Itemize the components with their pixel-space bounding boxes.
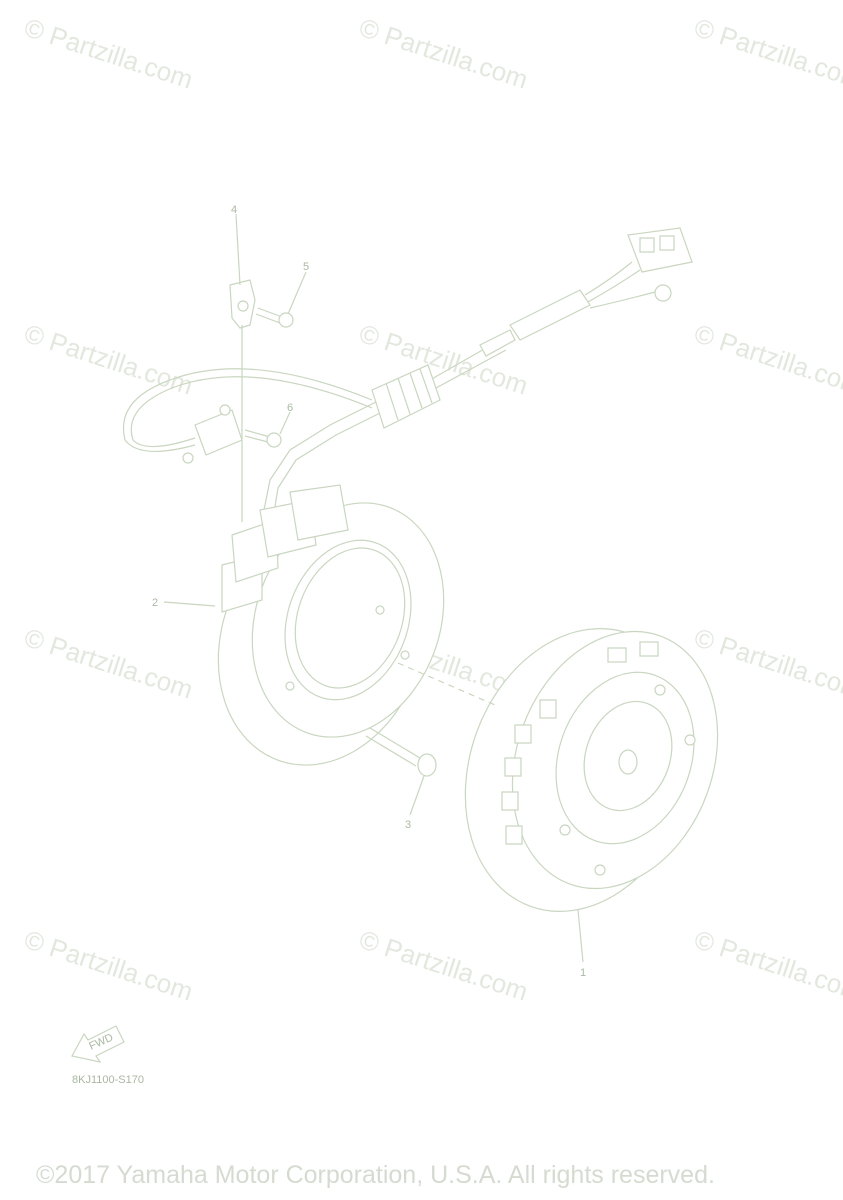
alignment-line: [397, 662, 496, 706]
callout-3: 3: [405, 819, 411, 831]
callout-2: 2: [152, 597, 158, 609]
copyright-notice: ©2017 Yamaha Motor Corporation, U.S.A. A…: [36, 1161, 715, 1189]
stator-bolt: [365, 727, 437, 777]
diagram-reference: 8KJ1100-S170: [72, 1074, 144, 1086]
stator-assembly: [217, 484, 445, 766]
fwd-arrow-icon: FWD: [71, 1025, 125, 1063]
leader-line: [287, 271, 307, 315]
leader-line: [409, 775, 425, 816]
callout-5: 5: [303, 261, 309, 273]
wire-harness: [123, 227, 693, 526]
flywheel-rotor: [464, 628, 719, 912]
callout-4: 4: [231, 204, 237, 216]
leader-line: [163, 601, 216, 607]
leader-line: [577, 909, 584, 963]
callout-6: 6: [287, 402, 293, 414]
callout-1: 1: [580, 967, 586, 979]
leader-line: [235, 213, 241, 286]
leader-line: [279, 411, 291, 435]
